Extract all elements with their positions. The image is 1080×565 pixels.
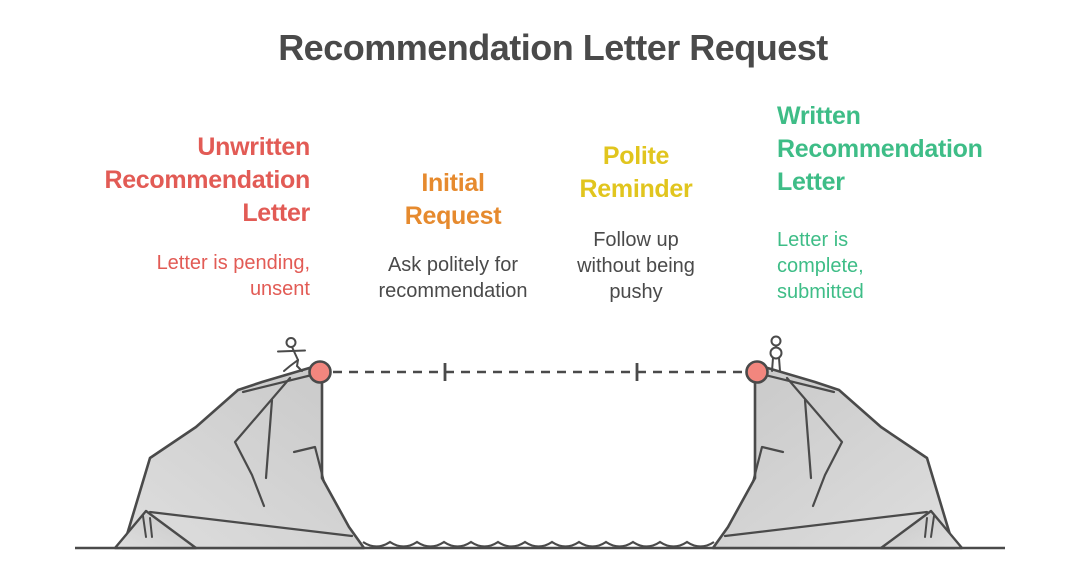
page-title: Recommendation Letter Request — [278, 27, 828, 68]
stage-label: Polite Reminder — [579, 142, 693, 203]
start-marker-dot — [308, 360, 332, 384]
stage-description: Ask politely for recommendation — [378, 254, 528, 302]
stage-label: Initial Request — [404, 169, 502, 230]
foothill-cracks — [142, 515, 153, 538]
cliff-crack-line — [264, 398, 274, 480]
stage-label: Written Recommendation Letter — [777, 102, 983, 196]
stage-initial-request: Initial Request Ask politely for recomme… — [343, 167, 563, 304]
cliff-base-slope — [148, 510, 354, 538]
stage-unwritten-recommendation-letter: Unwritten Recommendation Letter Letter i… — [60, 131, 310, 302]
standing-stick-figure-icon — [769, 335, 783, 372]
cliff-facet-line — [233, 376, 292, 508]
stage-written-recommendation-letter: Written Recommendation Letter Letter is … — [777, 100, 1037, 305]
stage-polite-reminder: Polite Reminder Follow up without being … — [546, 140, 726, 305]
left-cliff — [113, 364, 366, 550]
stage-label: Unwritten Recommendation Letter — [104, 133, 310, 227]
cliffs-illustration — [75, 335, 1005, 550]
stage-description: Letter is complete, submitted — [777, 229, 864, 303]
water-waves-icon — [362, 540, 715, 548]
stage-description: Follow up without being pushy — [577, 229, 695, 303]
stage-description: Letter is pending, unsent — [156, 252, 310, 300]
end-marker-dot — [745, 360, 769, 384]
right-cliff — [711, 364, 964, 550]
crouching-stick-figure-icon — [277, 337, 306, 372]
cliff-top-edge — [241, 372, 318, 394]
cliff-facet-line — [292, 445, 326, 484]
foothill-rock — [113, 509, 198, 550]
